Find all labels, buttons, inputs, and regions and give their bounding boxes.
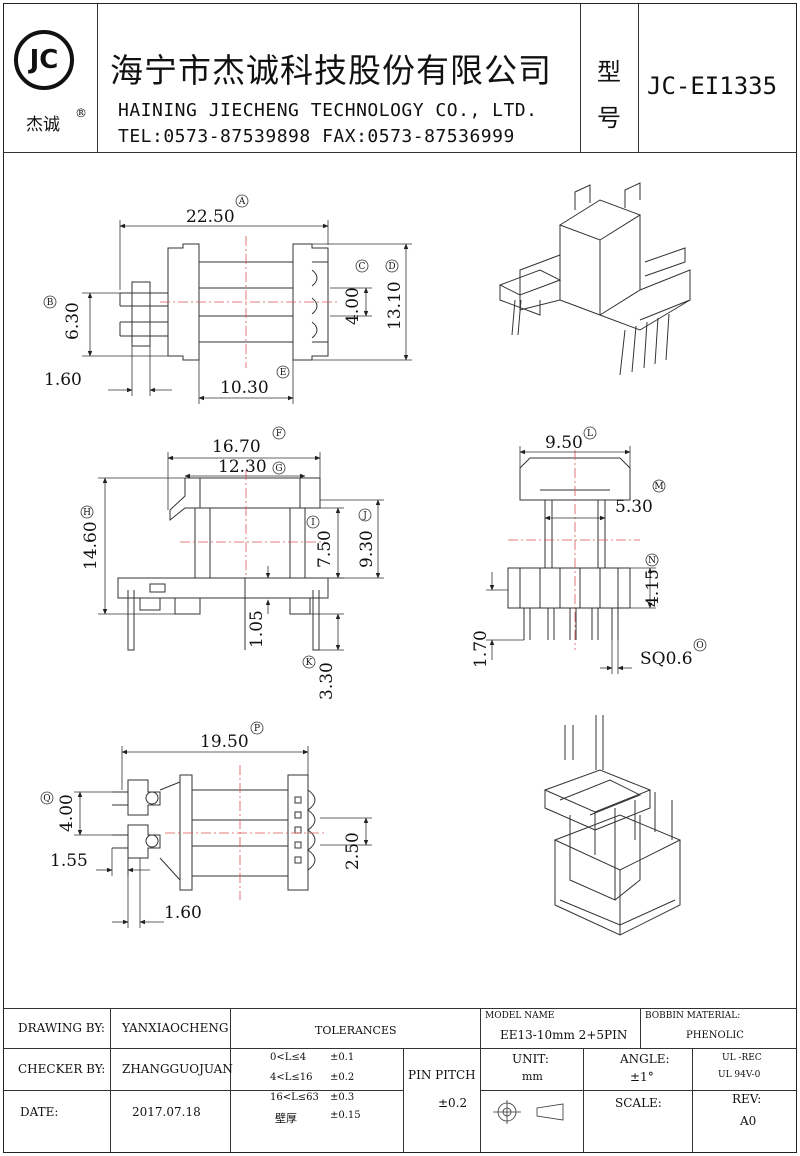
unit-value: mm: [522, 1070, 543, 1083]
dim-o: SQ0.6: [640, 649, 693, 669]
svg-text:C: C: [359, 262, 366, 272]
svg-text:B: B: [47, 298, 54, 308]
tolerances-label: TOLERANCES: [315, 1024, 397, 1037]
dim-f: 16.70: [212, 437, 261, 457]
checker-by-label: CHECKER BY:: [18, 1062, 106, 1076]
dim-t: 1.60: [164, 903, 202, 923]
logo-brand: 杰诚: [26, 115, 60, 135]
dim-h: 14.60: [81, 521, 101, 570]
svg-text:M: M: [654, 482, 663, 492]
svg-text:G: G: [275, 464, 282, 474]
projection-symbol: [493, 1100, 564, 1124]
tol-range: 4<L≤16: [270, 1072, 313, 1083]
side-view: [507, 457, 631, 640]
scale-label: SCALE:: [615, 1096, 662, 1110]
company-name-cn: 海宁市杰诚科技股份有限公司: [110, 51, 552, 90]
drawing-by-label: DRAWING BY:: [18, 1021, 105, 1035]
dim-base: 1.05: [247, 610, 267, 648]
drawing-by-value: YANXIAOCHENG: [122, 1021, 229, 1035]
date-value: 2017.07.18: [132, 1105, 201, 1119]
model-code: JC-EI1335: [647, 72, 778, 100]
rev-label: REV:: [732, 1092, 762, 1106]
checker-by-value: ZHANGGUOJUAN: [122, 1062, 233, 1076]
callout-letters: A B C D E F G H I J K L M N O P Q: [43, 197, 703, 804]
logo: JC: [14, 30, 74, 90]
front-view: [117, 477, 329, 651]
dim-l: 9.50: [545, 433, 583, 453]
svg-text:Q: Q: [43, 794, 50, 804]
ul-rec: UL -REC: [722, 1053, 762, 1063]
unit-label: UNIT:: [512, 1052, 549, 1066]
drawing-frame: [3, 3, 797, 1153]
svg-text:P: P: [254, 724, 260, 734]
rev-value: A0: [740, 1114, 757, 1128]
logo-text: JC: [29, 45, 59, 75]
isometric-view-top: [498, 182, 691, 376]
pin-pitch-value: ±0.2: [438, 1096, 468, 1110]
svg-text:D: D: [388, 262, 395, 272]
tol-value: ±0.2: [330, 1072, 355, 1083]
date-label: DATE:: [20, 1105, 59, 1119]
model-name-value: EE13-10mm 2+5PIN: [500, 1028, 628, 1042]
registered-mark: ®: [75, 106, 87, 120]
ul-94: UL 94V-0: [718, 1070, 761, 1080]
dim-pin-len: 1.70: [471, 630, 491, 668]
model-name-label: MODEL NAME: [485, 1011, 555, 1021]
svg-text:H: H: [83, 508, 91, 518]
svg-text:K: K: [306, 658, 313, 668]
isometric-view-bottom: [543, 715, 682, 936]
angle-value: ±1°: [630, 1070, 654, 1084]
svg-text:E: E: [280, 368, 287, 378]
bobbin-material-label: BOBBIN MATERIAL:: [645, 1011, 741, 1021]
dim-j: 9.30: [357, 530, 377, 568]
centerlines: [160, 236, 640, 900]
bobbin-material-value: PHENOLIC: [686, 1030, 744, 1041]
dim-k: 3.30: [317, 662, 337, 700]
type-label-1: 型: [597, 58, 621, 86]
angle-label: ANGLE:: [620, 1052, 670, 1066]
dimension-lines: [74, 220, 656, 928]
svg-text:A: A: [238, 197, 246, 207]
callouts: [40, 194, 707, 805]
dim-g: 12.30: [218, 457, 267, 477]
dim-i: 7.50: [315, 530, 335, 568]
company-contact: TEL:0573-87539898 FAX:0573-87536999: [118, 126, 515, 147]
tol-range: 0<L≤4: [270, 1052, 307, 1063]
dim-s: 1.55: [50, 851, 88, 871]
tol-range: 壁厚: [275, 1112, 297, 1125]
technical-drawing: 22.50 6.30 4.00 13.10 10.30 1.60 16.70 1…: [40, 182, 707, 936]
tol-value: ±0.15: [330, 1110, 361, 1121]
bottom-view: [112, 774, 316, 891]
dim-a: 22.50: [186, 207, 235, 227]
dim-d: 13.10: [385, 281, 405, 330]
company-name-en: HAINING JIECHENG TECHNOLOGY CO., LTD.: [118, 100, 538, 121]
svg-text:N: N: [648, 556, 656, 566]
dimension-labels: 22.50 6.30 4.00 13.10 10.30 1.60 16.70 1…: [44, 207, 693, 923]
pin-pitch-label: PIN PITCH: [408, 1068, 476, 1082]
dim-pin-pad: 1.60: [44, 370, 82, 390]
dim-m: 5.30: [615, 497, 653, 517]
dim-r: 2.50: [343, 832, 363, 870]
tol-range: 16<L≤63: [270, 1092, 319, 1103]
dim-n: 4.15: [643, 569, 663, 607]
svg-text:L: L: [587, 429, 593, 439]
svg-text:F: F: [276, 429, 282, 439]
dim-e: 10.30: [220, 378, 269, 398]
svg-text:O: O: [696, 641, 703, 651]
svg-text:J: J: [362, 511, 367, 521]
tol-value: ±0.1: [330, 1052, 355, 1063]
dim-b: 6.30: [63, 302, 83, 340]
dim-q: 4.00: [57, 794, 77, 832]
svg-text:I: I: [311, 518, 315, 528]
dim-p: 19.50: [200, 732, 249, 752]
tol-value: ±0.3: [330, 1092, 355, 1103]
dim-c: 4.00: [343, 287, 363, 325]
type-label-2: 号: [597, 104, 621, 132]
